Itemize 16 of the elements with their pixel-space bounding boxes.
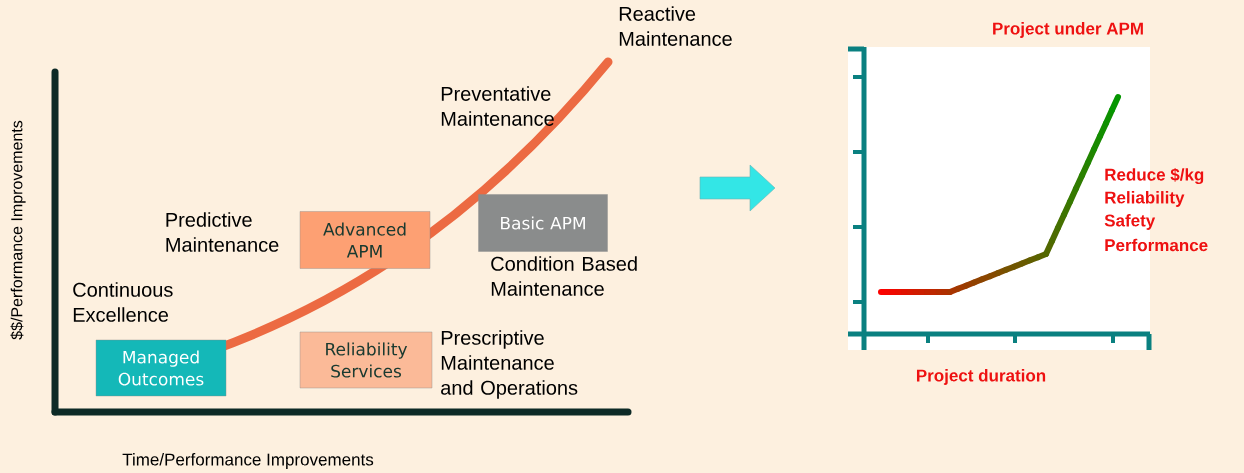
axis-label: Time/Performance Improvements <box>122 453 374 469</box>
chart-title: Project under APM <box>993 22 1143 38</box>
benefit-label: Reliability <box>1105 191 1185 207</box>
benefit-label: Performance <box>1105 238 1208 252</box>
stage-label: Continuous Excellence <box>73 282 173 322</box>
process-box: Basic APM <box>478 194 608 252</box>
process-box: Advanced APM <box>299 211 431 269</box>
stage-label: Predictive Maintenance <box>166 212 279 252</box>
benefit-label: Reduce $/kg <box>1105 167 1204 185</box>
process-box: Managed Outcomes <box>95 339 227 397</box>
axis-label: $$/Performance Improvements <box>10 120 26 340</box>
axis-label: Project duration <box>917 369 1046 385</box>
stage-label: Preventative Maintenance <box>441 86 554 126</box>
stage-label: Reactive Maintenance <box>619 6 732 46</box>
benefit-label: Safety <box>1104 214 1156 230</box>
process-box: Reliability Services <box>299 331 433 389</box>
